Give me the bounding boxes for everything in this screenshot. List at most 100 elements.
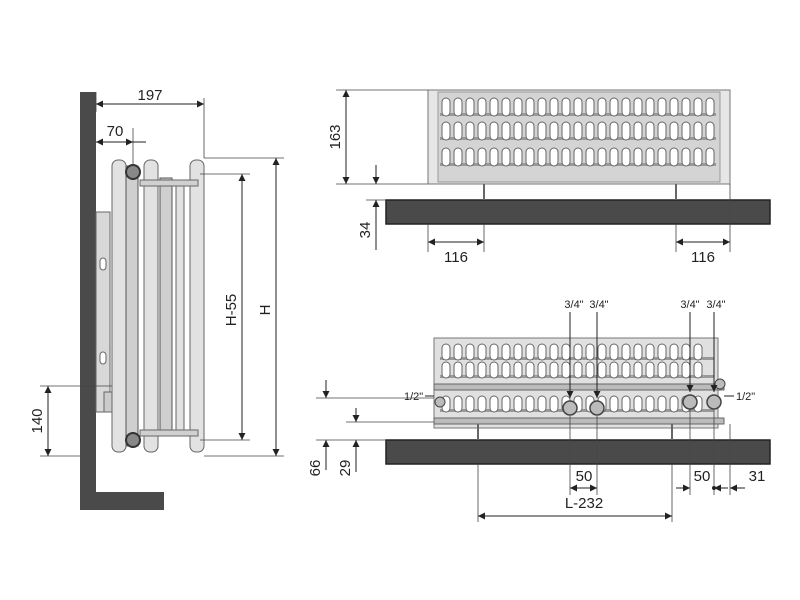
top-view: 163 34 116 116 bbox=[327, 89, 771, 266]
fin bbox=[573, 97, 583, 117]
fin bbox=[549, 147, 559, 167]
label-side-left: 1/2" bbox=[404, 391, 423, 403]
fin bbox=[525, 121, 535, 141]
fin bbox=[585, 147, 595, 167]
fin bbox=[453, 147, 463, 167]
fin bbox=[477, 97, 487, 117]
dim-34: 34 bbox=[357, 222, 374, 239]
fin bbox=[561, 147, 571, 167]
fin bbox=[453, 361, 463, 379]
fin bbox=[633, 395, 643, 413]
fin bbox=[645, 121, 655, 141]
fin bbox=[537, 121, 547, 141]
fin bbox=[477, 343, 487, 361]
fin bbox=[621, 343, 631, 361]
fin bbox=[693, 121, 703, 141]
dim-70: 70 bbox=[107, 123, 124, 140]
fin bbox=[705, 121, 715, 141]
fin bbox=[465, 121, 475, 141]
fin bbox=[585, 121, 595, 141]
fin bbox=[609, 395, 619, 413]
fin bbox=[609, 147, 619, 167]
connection-1-icon bbox=[562, 400, 578, 416]
fin bbox=[621, 147, 631, 167]
fin bbox=[657, 395, 667, 413]
fin bbox=[633, 121, 643, 141]
fin bbox=[525, 361, 535, 379]
fin bbox=[585, 97, 595, 117]
floor-slab-bottom bbox=[385, 439, 771, 465]
fin bbox=[669, 97, 679, 117]
fin bbox=[441, 361, 451, 379]
fin bbox=[513, 361, 523, 379]
fin bbox=[609, 361, 619, 379]
fin bbox=[465, 343, 475, 361]
fin bbox=[489, 361, 499, 379]
connection-4-icon bbox=[706, 394, 722, 410]
fin bbox=[513, 343, 523, 361]
fin bbox=[693, 343, 703, 361]
radiator-side-profile bbox=[103, 159, 205, 453]
fin bbox=[657, 121, 667, 141]
fin bbox=[477, 121, 487, 141]
dim-50-right: 50 bbox=[694, 468, 711, 485]
fin bbox=[501, 147, 511, 167]
fin bbox=[561, 361, 571, 379]
fin bbox=[525, 97, 535, 117]
fin bbox=[597, 361, 607, 379]
fin bbox=[705, 147, 715, 167]
wall-bracket bbox=[95, 211, 111, 413]
fin bbox=[681, 147, 691, 167]
fin bbox=[669, 395, 679, 413]
fin bbox=[573, 121, 583, 141]
fin bbox=[621, 395, 631, 413]
fin bbox=[681, 343, 691, 361]
pipe-bottom-icon bbox=[125, 432, 141, 448]
fin bbox=[585, 361, 595, 379]
fin bbox=[657, 147, 667, 167]
fin bbox=[609, 97, 619, 117]
fin bbox=[669, 343, 679, 361]
fin bbox=[573, 343, 583, 361]
fin bbox=[597, 97, 607, 117]
fin bbox=[501, 121, 511, 141]
fin bbox=[489, 395, 499, 413]
fin bbox=[645, 361, 655, 379]
label-conn-2: 3/4" bbox=[589, 299, 608, 311]
fin bbox=[597, 343, 607, 361]
fin bbox=[537, 395, 547, 413]
bottom-convector-fins bbox=[440, 343, 714, 413]
fin bbox=[489, 147, 499, 167]
fin bbox=[621, 361, 631, 379]
fin bbox=[549, 97, 559, 117]
dim-140: 140 bbox=[29, 408, 46, 433]
side-plug-right-icon bbox=[714, 378, 726, 390]
fin bbox=[573, 361, 583, 379]
fin bbox=[513, 395, 523, 413]
fin bbox=[537, 97, 547, 117]
fin bbox=[645, 395, 655, 413]
floor-slab-top bbox=[385, 199, 771, 225]
fin bbox=[681, 121, 691, 141]
fin bbox=[453, 97, 463, 117]
fin bbox=[633, 147, 643, 167]
fin bbox=[465, 361, 475, 379]
pipe-top-icon bbox=[125, 164, 141, 180]
dim-50-left: 50 bbox=[576, 468, 593, 485]
dim-l-232: L-232 bbox=[565, 495, 603, 512]
floor bbox=[80, 492, 164, 510]
label-conn-1: 3/4" bbox=[564, 299, 583, 311]
fin bbox=[465, 97, 475, 117]
fin bbox=[549, 121, 559, 141]
fin bbox=[501, 343, 511, 361]
connection-3-icon bbox=[682, 394, 698, 410]
fin bbox=[597, 121, 607, 141]
fin bbox=[669, 147, 679, 167]
fin bbox=[453, 121, 463, 141]
label-conn-3: 3/4" bbox=[680, 299, 699, 311]
wall bbox=[80, 92, 96, 510]
dim-116-right: 116 bbox=[691, 249, 715, 266]
bottom-view: 3/4" 3/4" 3/4" 3/4" 1/2" 1/2" 66 29 50 bbox=[307, 299, 771, 522]
fin bbox=[561, 97, 571, 117]
fin bbox=[705, 97, 715, 117]
